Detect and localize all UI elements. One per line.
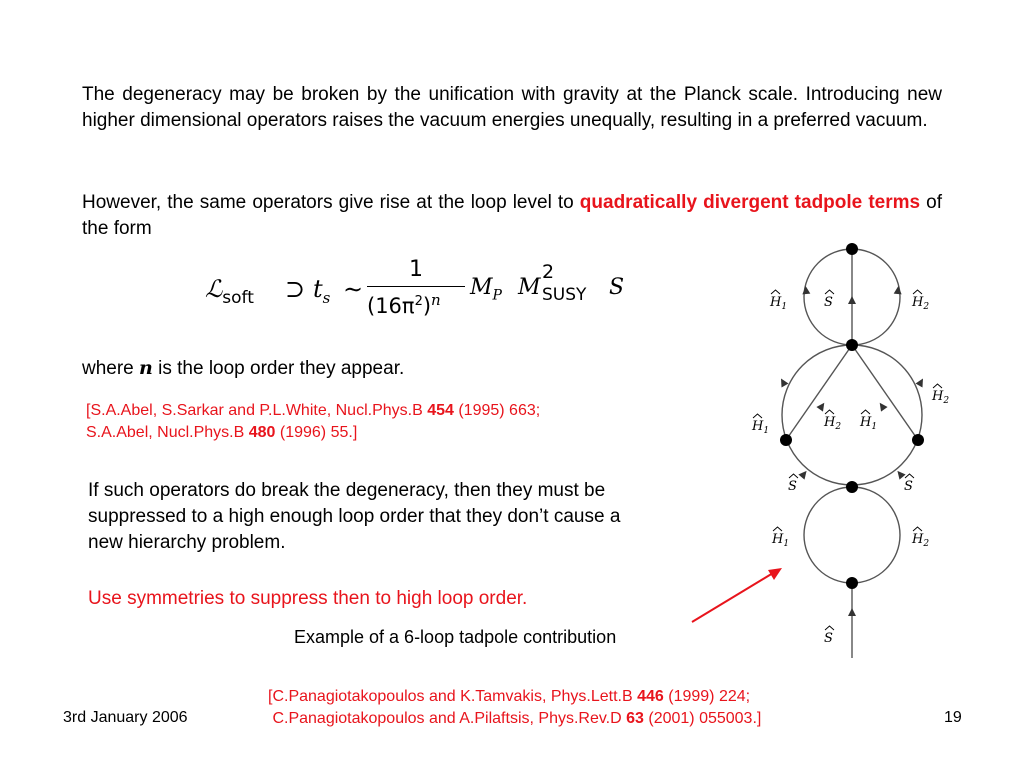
hat-accent xyxy=(772,526,783,532)
formula-t: t xyxy=(313,275,323,303)
higgs-label: H xyxy=(751,419,764,434)
hat-accent xyxy=(752,413,763,419)
hat-accent xyxy=(770,289,781,295)
page-number: 19 xyxy=(944,709,962,726)
higgs-2-subscript: 2 xyxy=(922,539,929,549)
singlet-label: S xyxy=(904,479,913,494)
formula-sim: ∼ xyxy=(343,275,364,303)
higgs-2-subscript: 2 xyxy=(942,396,949,406)
bottom-loop xyxy=(803,486,901,584)
higgs-label: H xyxy=(931,389,944,404)
hat-accent xyxy=(788,473,799,479)
formula-lhs: ℒ xyxy=(205,275,223,303)
higgs-label: H xyxy=(823,415,836,430)
hierarchy-paragraph: If such operators do break the degenerac… xyxy=(88,480,621,553)
tadpole-text-before: However, the same operators give rise at… xyxy=(82,192,580,213)
vertex-bottom xyxy=(846,577,858,589)
soft-lagrangian-formula: ℒsoft ⊃ ts ∼ 1 (16π2)n MP M 2 SUSY S xyxy=(205,255,645,325)
higgs-2-subscript: 2 xyxy=(922,302,929,312)
svg-text:H2: H2 xyxy=(911,532,929,549)
hat-accent xyxy=(824,289,835,295)
higgs-1-subscript: 1 xyxy=(763,426,769,436)
footer-date: 3rd January 2006 xyxy=(63,709,188,726)
svg-text:H2: H2 xyxy=(823,415,841,432)
higgs-label: H xyxy=(911,532,924,547)
fraction-bar xyxy=(367,286,465,287)
vertex-right xyxy=(912,434,924,446)
higgs-label: H xyxy=(911,295,924,310)
formula-denominator: (16π2)n xyxy=(367,291,441,318)
formula-numerator: 1 xyxy=(409,257,423,282)
loop-order-note: where n is the loop order they appear. xyxy=(82,357,405,379)
formula-s: S xyxy=(609,275,625,300)
higgs-label: H xyxy=(859,415,872,430)
hat-accent xyxy=(824,409,835,415)
singlet-label: S xyxy=(824,631,833,646)
hat-accent xyxy=(860,409,871,415)
formula-t-sub: s xyxy=(322,288,331,307)
svg-text:H1: H1 xyxy=(859,415,877,432)
svg-text:H2: H2 xyxy=(911,295,929,312)
higgs-label: H xyxy=(771,532,784,547)
symmetry-note: Use symmetries to suppress then to high … xyxy=(88,588,528,609)
vertex-left xyxy=(780,434,792,446)
tadpole-text-after: of the form xyxy=(82,192,943,239)
hat-accent xyxy=(912,526,923,532)
higgs-1-subscript: 1 xyxy=(871,422,877,432)
reference-panagiotakopoulos: [C.Panagiotakopoulos and K.Tamvakis, Phy… xyxy=(268,688,762,727)
singlet-label: S xyxy=(788,479,797,494)
diagram-caption: Example of a 6-loop tadpole contribution xyxy=(294,627,617,647)
hat-accent xyxy=(904,473,915,479)
svg-text:H2: H2 xyxy=(931,389,949,406)
hat-accent xyxy=(932,383,943,389)
hat-accent xyxy=(824,625,835,631)
vertex-top xyxy=(846,243,858,255)
formula-m-sub: SUSY xyxy=(542,285,587,305)
hat-accent xyxy=(912,289,923,295)
singlet-label: S xyxy=(824,295,833,310)
svg-text:H1: H1 xyxy=(771,532,789,549)
formula-m-sup: 2 xyxy=(542,261,555,283)
higgs-2-subscript: 2 xyxy=(834,422,841,432)
formula-mp: M xyxy=(470,275,493,300)
intro-paragraph: The degeneracy may be broken by the unif… xyxy=(82,84,942,131)
vertex-mid-top xyxy=(846,339,858,351)
higgs-label: H xyxy=(769,295,782,310)
formula-mp-sub: P xyxy=(492,287,502,304)
n-symbol: n xyxy=(139,357,153,379)
higgs-1-subscript: 1 xyxy=(781,302,787,312)
formula-m: M xyxy=(518,275,541,300)
tadpole-highlight: quadratically divergent tadpole terms xyxy=(579,192,921,213)
formula-lhs-sub: soft xyxy=(222,287,254,308)
svg-text:H1: H1 xyxy=(769,295,787,312)
tadpole-diagram: H1 S H2 H1 H2 H2 H1 S S H1 H2 S xyxy=(751,243,949,658)
higgs-1-subscript: 1 xyxy=(783,539,789,549)
svg-text:H1: H1 xyxy=(751,419,769,436)
tadpole-paragraph: However, the same operators give rise at… xyxy=(82,190,942,242)
caption-arrow xyxy=(691,568,782,623)
reference-abel: [S.A.Abel, S.Sarkar and P.L.White, Nucl.… xyxy=(86,402,541,441)
formula-supset: ⊃ xyxy=(285,275,306,303)
vertex-mid-bottom xyxy=(846,481,858,493)
